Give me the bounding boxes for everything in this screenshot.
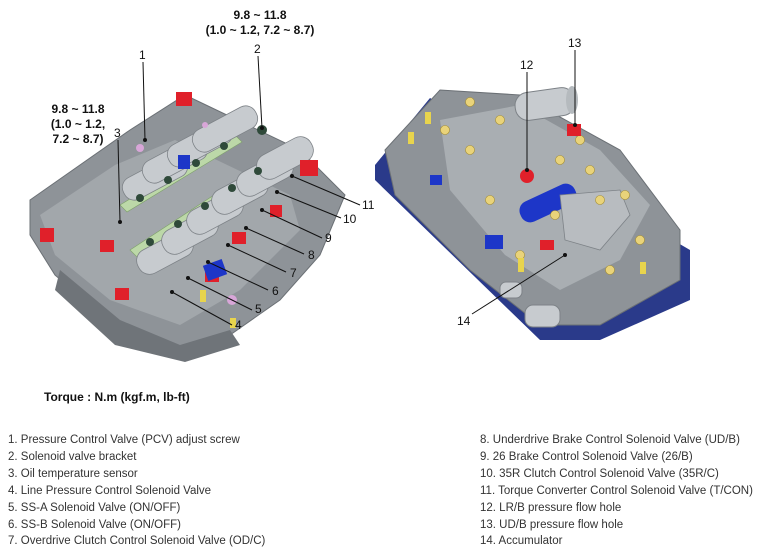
callout-1: 1 xyxy=(139,48,146,62)
legend-item: 2. Solenoid valve bracket xyxy=(8,450,137,463)
torque-left-line2: (1.0 ~ 1.2, xyxy=(50,117,106,131)
legend-item: 7. Overdrive Clutch Control Solenoid Val… xyxy=(8,535,266,548)
callout-9: 9 xyxy=(325,231,332,245)
valve-body-illustration xyxy=(29,50,690,362)
callout-8: 8 xyxy=(308,248,315,262)
callout-2: 2 xyxy=(254,42,261,56)
legend-right-list: 8. Underdrive Brake Control Solenoid Val… xyxy=(480,432,753,550)
callout-7: 7 xyxy=(290,266,297,280)
right-valve-body-assembly xyxy=(375,86,690,340)
legend-item: 1. Pressure Control Valve (PCV) adjust s… xyxy=(8,434,240,446)
leader-lines xyxy=(117,50,576,326)
legend-item: 3. Oil temperature sensor xyxy=(8,467,138,480)
legend-item: 8. Underdrive Brake Control Solenoid Val… xyxy=(480,434,740,446)
callout-6: 6 xyxy=(272,284,279,298)
solenoid-valves xyxy=(121,105,314,275)
legend-item: 9. 26 Brake Control Solenoid Valve (26/B… xyxy=(480,450,693,463)
legend-item: 11. Torque Converter Control Solenoid Va… xyxy=(480,484,753,497)
torque-top-line1: 9.8 ~ 11.8 xyxy=(233,8,287,22)
torque-units-title: Torque : N.m (kgf.m, lb-ft) xyxy=(44,390,190,404)
callout-4: 4 xyxy=(235,318,242,332)
legend-item: 5. SS-A Solenoid Valve (ON/OFF) xyxy=(8,501,181,514)
legend-item: 6. SS-B Solenoid Valve (ON/OFF) xyxy=(8,518,181,531)
torque-left-line3: 7.2 ~ 8.7) xyxy=(52,132,104,146)
legend-item: 10. 35R Clutch Control Solenoid Valve (3… xyxy=(480,467,719,480)
callout-10: 10 xyxy=(343,212,357,226)
callout-3: 3 xyxy=(114,126,121,140)
legend-item: 12. LR/B pressure flow hole xyxy=(480,501,622,514)
torque-annotation-top: 9.8 ~ 11.8 (1.0 ~ 1.2, 7.2 ~ 8.7) xyxy=(180,8,340,38)
legend-item: 13. UD/B pressure flow hole xyxy=(480,518,624,531)
torque-annotation-left: 9.8 ~ 11.8 (1.0 ~ 1.2, 7.2 ~ 8.7) xyxy=(38,102,118,147)
legend-item: 14. Accumulator xyxy=(480,535,563,548)
torque-top-line2: (1.0 ~ 1.2, 7.2 ~ 8.7) xyxy=(205,23,315,37)
callout-12: 12 xyxy=(520,58,534,72)
callout-13: 13 xyxy=(568,36,582,50)
callout-5: 5 xyxy=(255,302,262,316)
legend-left-list: 1. Pressure Control Valve (PCV) adjust s… xyxy=(8,432,265,550)
callout-11: 11 xyxy=(362,198,375,212)
legend-item: 4. Line Pressure Control Solenoid Valve xyxy=(8,484,212,497)
left-valve-body-assembly xyxy=(29,92,346,362)
torque-left-line1: 9.8 ~ 11.8 xyxy=(51,102,105,116)
callout-14: 14 xyxy=(457,314,471,328)
